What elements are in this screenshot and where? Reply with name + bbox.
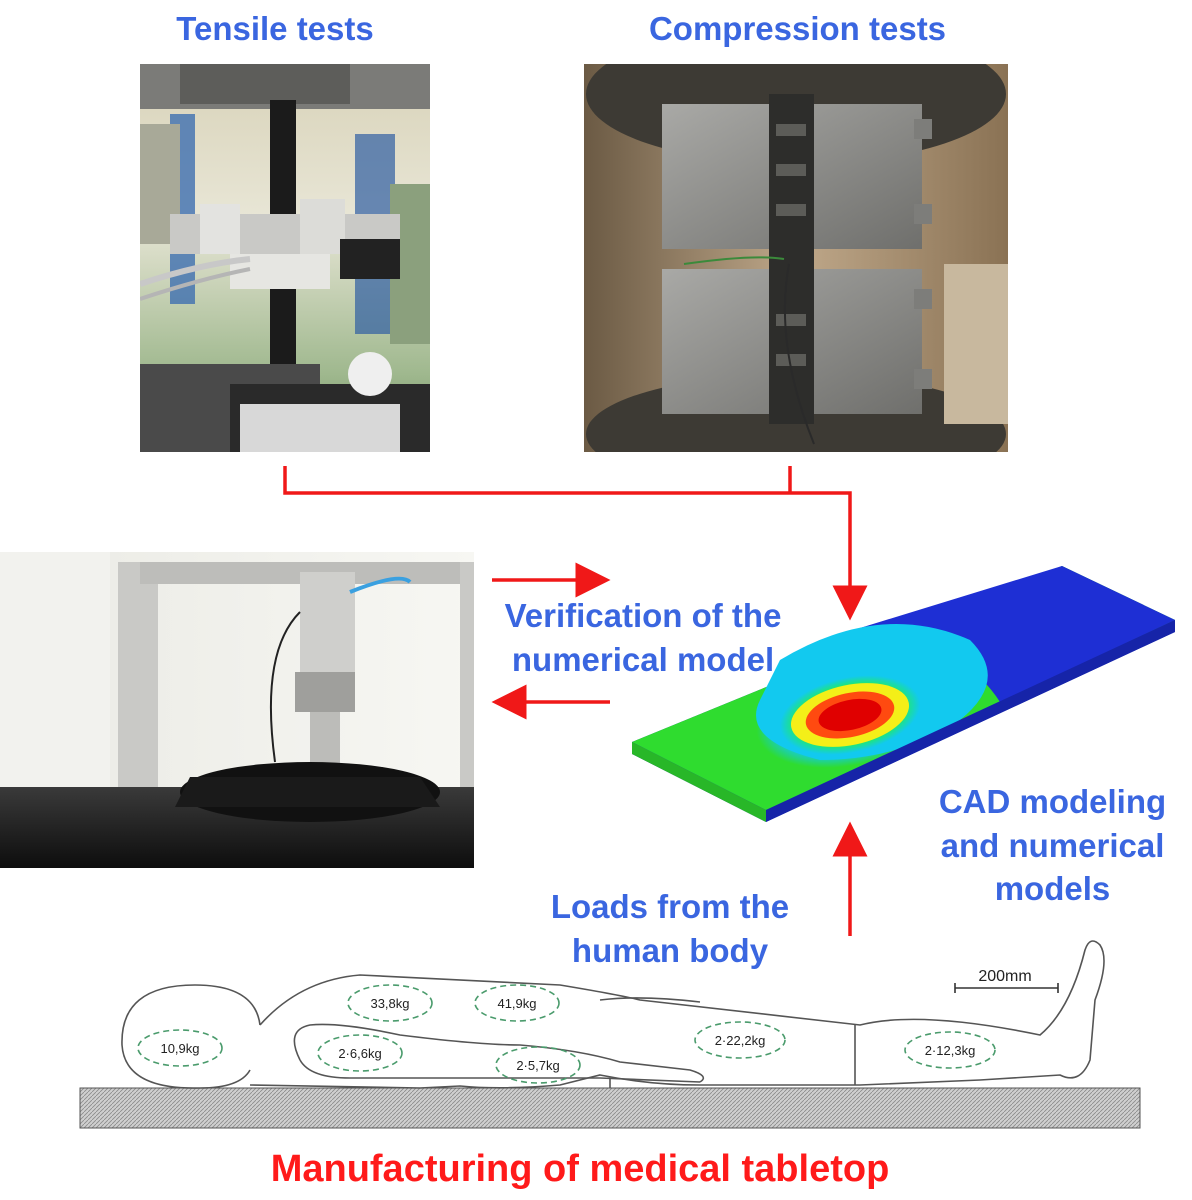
cad-modeling-heading: CAD modeling and numerical models — [920, 780, 1185, 911]
scale-bar-label: 200mm — [978, 968, 1031, 985]
load-zone-chest — [347, 984, 433, 1022]
load-zone-head — [137, 1029, 223, 1067]
human-body-sketch — [121, 940, 1105, 1089]
loads-line-1: Loads from the — [550, 888, 790, 925]
prototype-test-photo — [0, 552, 474, 868]
cad-line-3: models — [994, 870, 1111, 908]
load-label-abdomen: 41,9kg — [497, 996, 536, 1011]
verification-line-2: numerical model — [511, 640, 775, 678]
load-zone-thigh — [694, 1021, 786, 1059]
loads-heading: Loads from the human body — [530, 885, 810, 972]
load-label-head: 10,9kg — [160, 1041, 199, 1056]
tabletop-slab — [79, 1087, 1141, 1129]
tensile-test-photo — [140, 64, 430, 452]
tensile-tests-heading: Tensile tests — [176, 10, 374, 47]
main-title: Manufacturing of medical tabletop — [270, 1148, 890, 1190]
test-to-model-connector — [283, 466, 868, 621]
load-zone-shank — [904, 1031, 996, 1069]
verification-line-1: Verification of the — [504, 597, 782, 634]
verification-heading: Verification of the numerical model — [478, 594, 808, 681]
compression-test-photo — [584, 64, 1008, 452]
cad-line-1: CAD modeling — [938, 783, 1167, 820]
loads-line-2: human body — [571, 931, 769, 969]
load-zones — [137, 984, 996, 1084]
fem-model-render — [632, 566, 1175, 822]
load-label-chest: 33,8kg — [370, 996, 409, 1011]
cad-line-2: and numerical — [940, 826, 1165, 864]
load-zone-forearm — [495, 1046, 581, 1084]
load-zone-upper-arm — [317, 1034, 403, 1072]
scale-bar: 200mm — [954, 968, 1059, 993]
load-label-forearm: 2·5,7kg — [516, 1058, 559, 1073]
load-label-thigh: 2·22,2kg — [715, 1033, 766, 1048]
load-label-upper-arm: 2·6,6kg — [338, 1046, 381, 1061]
load-label-shank: 2·12,3kg — [925, 1043, 976, 1058]
compression-tests-heading: Compression tests — [648, 10, 947, 47]
load-zone-abdomen — [474, 984, 560, 1022]
